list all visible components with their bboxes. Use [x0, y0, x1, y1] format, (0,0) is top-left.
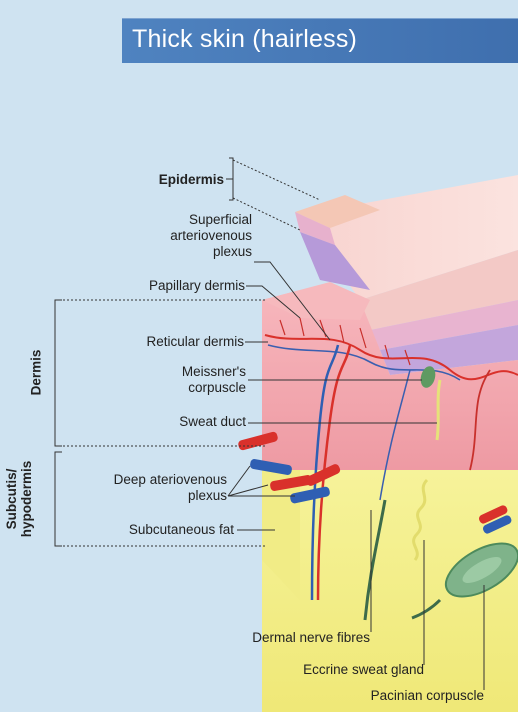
label-papillary-dermis: Papillary dermis — [80, 278, 245, 294]
label-subcutaneous-fat: Subcutaneous fat — [70, 522, 234, 538]
label-dermal-nerve: Dermal nerve fibres — [200, 630, 370, 646]
label-deep-plexus: Deep ateriovenous plexus — [62, 472, 227, 504]
dermis-bracket — [55, 300, 62, 446]
label-epidermis: Epidermis — [130, 172, 224, 188]
label-superficial-line1: Superficial — [100, 212, 252, 228]
region-subcutis-line1: Subcutis/ — [4, 457, 19, 541]
label-deep-line2: plexus — [62, 488, 227, 504]
subcutis-bracket — [55, 452, 62, 546]
label-superficial-plexus: Superficial arteriovenous plexus — [100, 212, 252, 260]
label-meissner: Meissner's corpuscle — [110, 364, 246, 396]
label-reticular-dermis: Reticular dermis — [80, 334, 244, 350]
region-subcutis: Subcutis/ hypodermis — [4, 457, 34, 541]
label-pacinian: Pacinian corpuscle — [320, 688, 484, 704]
label-superficial-line3: plexus — [100, 244, 252, 260]
label-superficial-line2: arteriovenous — [100, 228, 252, 244]
leader-epidermis — [226, 158, 233, 200]
label-deep-line1: Deep ateriovenous — [62, 472, 227, 488]
leader-epidermis-dot-top — [233, 160, 320, 200]
label-sweat-duct: Sweat duct — [110, 414, 246, 430]
label-eccrine-gland: Eccrine sweat gland — [248, 662, 424, 678]
region-subcutis-line2: hypodermis — [19, 457, 34, 541]
region-dermis: Dermis — [29, 338, 44, 408]
label-meissner-line1: Meissner's — [110, 364, 246, 380]
label-meissner-line2: corpuscle — [110, 380, 246, 396]
